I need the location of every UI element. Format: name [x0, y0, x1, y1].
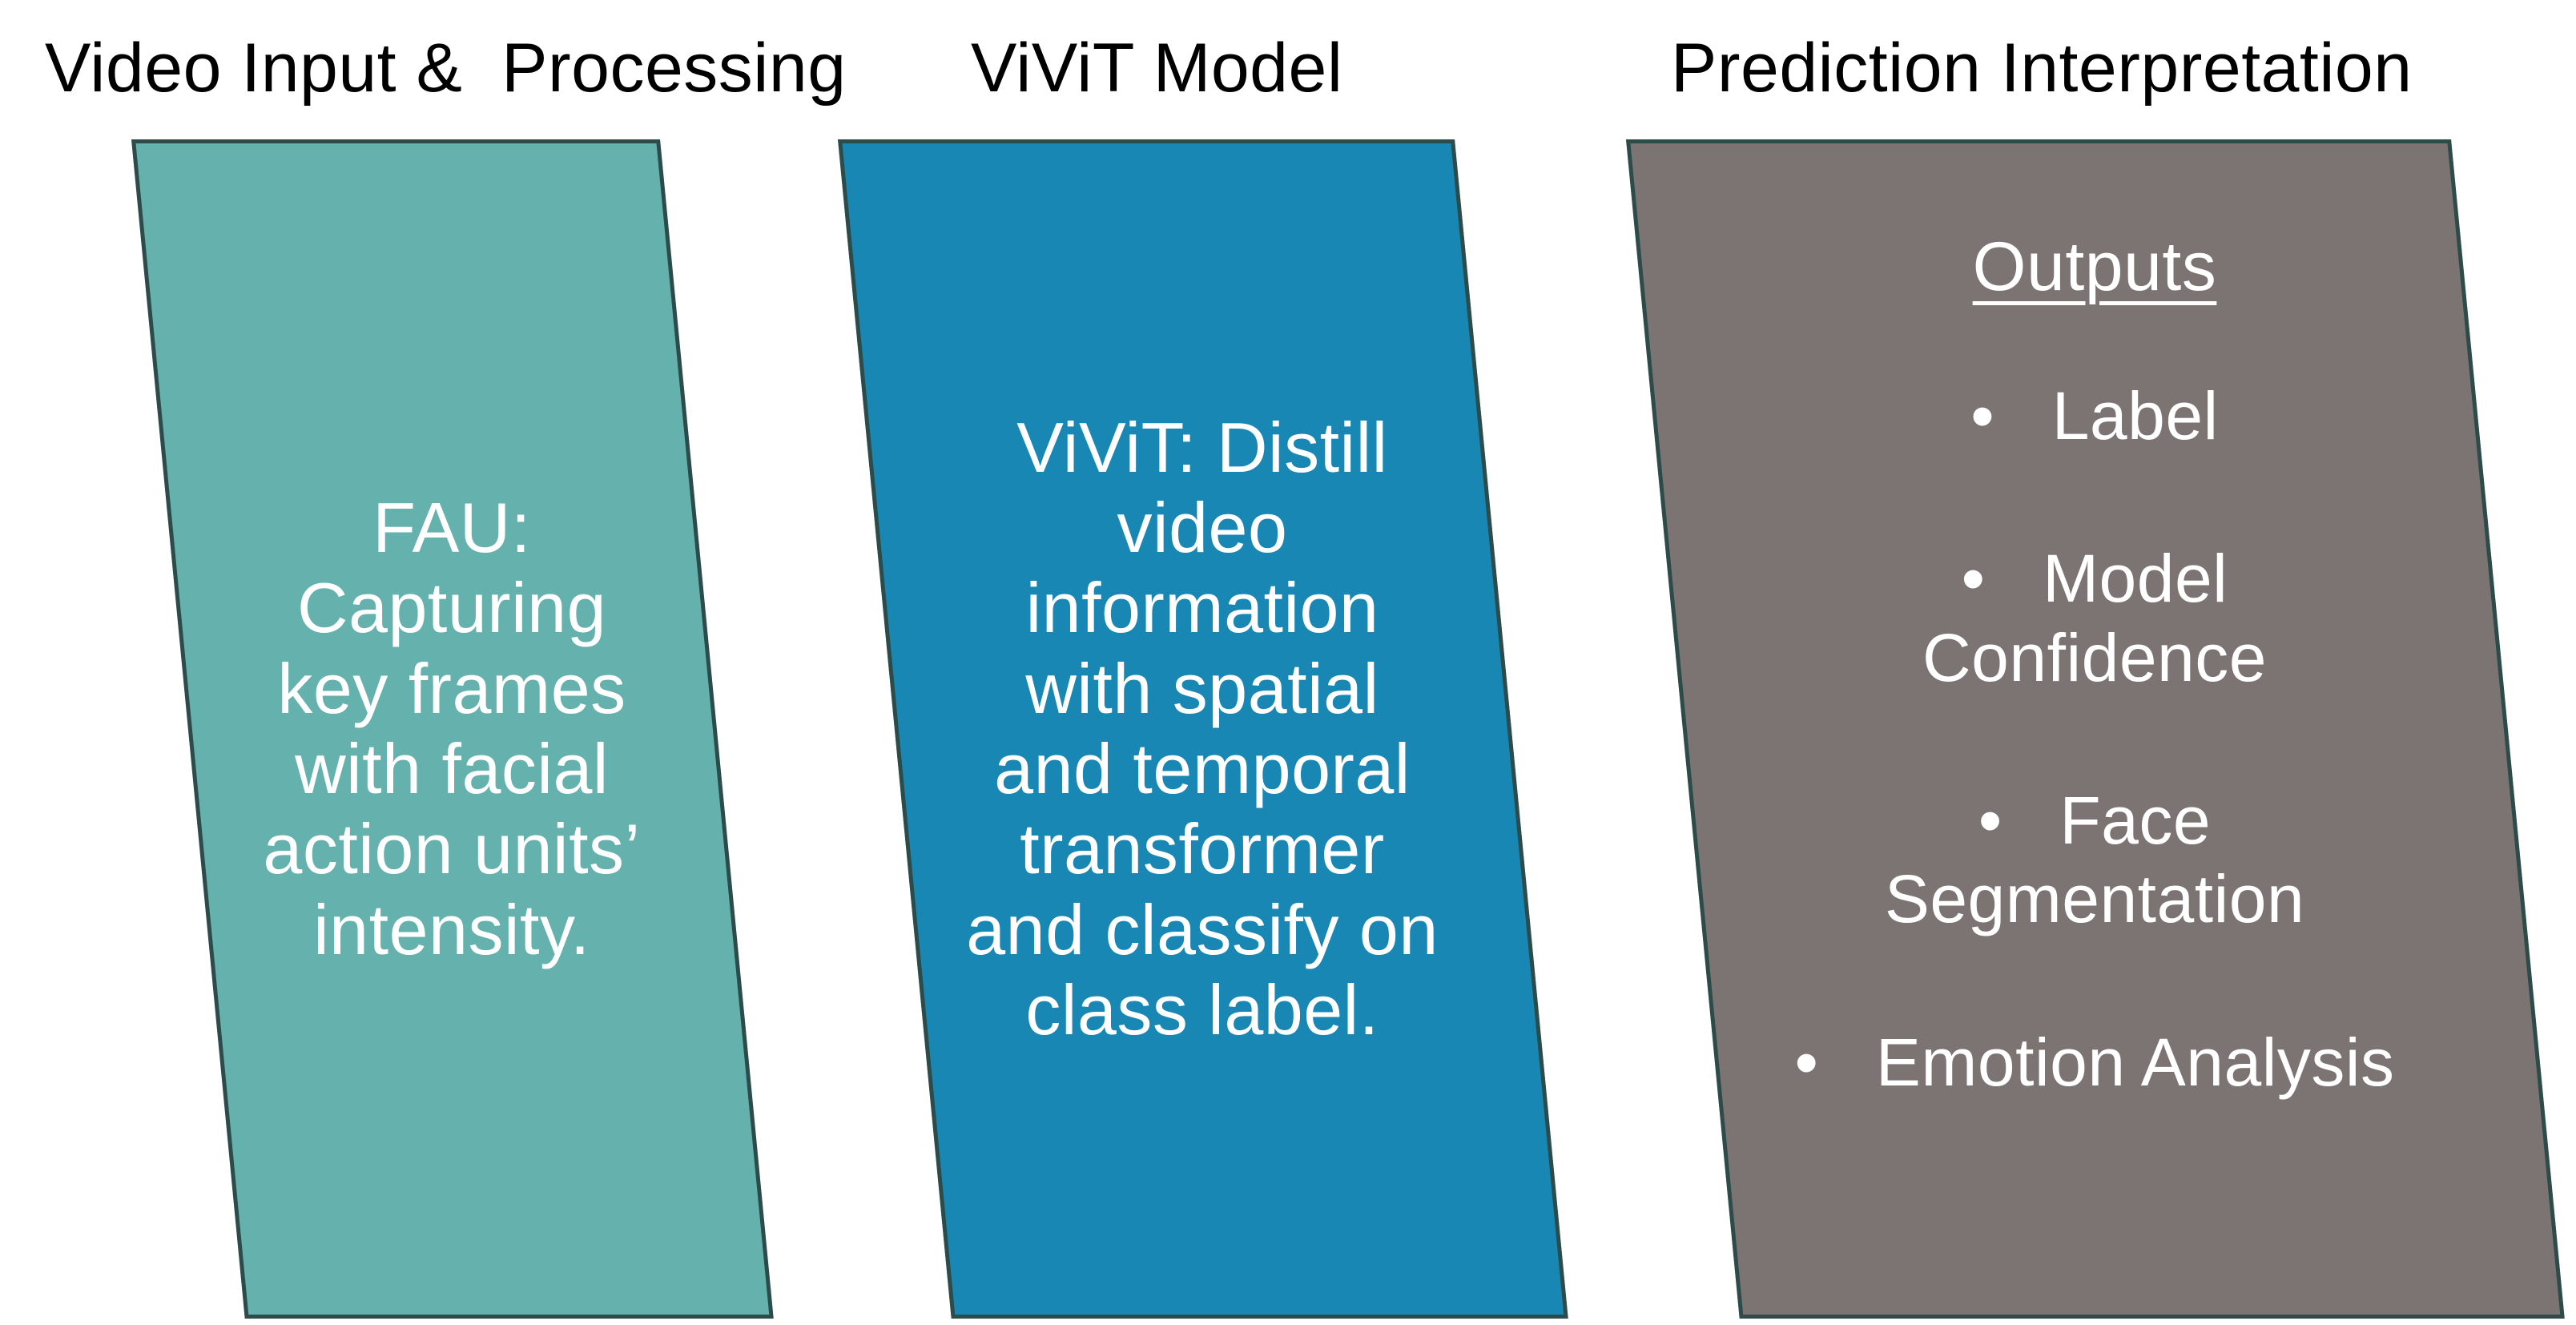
bullet-emotion-analysis: • Emotion Analysis [1794, 1024, 2395, 1100]
bullet-face-segmentation: • Face Segmentation [1884, 782, 2305, 937]
outputs-heading: Outputs [1972, 228, 2217, 305]
column-header-prediction-interpretation: Prediction Interpretation [1671, 30, 2413, 107]
panel-vivit-text: ViViT: Distill video information with sp… [966, 407, 1439, 1049]
panel-prediction-content: Outputs • Label • Model Confidence • Fac… [1682, 139, 2507, 1319]
panel-video-input-text: FAU: Capturing key frames with facial ac… [263, 488, 641, 969]
column-header-video-input-processing: Video Input & Processing [45, 30, 847, 107]
panel-prediction-interpretation: Outputs • Label • Model Confidence • Fac… [1626, 139, 2565, 1319]
bullet-label: • Label [1970, 378, 2219, 454]
bullet-model-confidence: • Model Confidence [1922, 541, 2267, 695]
column-header-vivit-model: ViViT Model [971, 30, 1343, 107]
panel-vivit-model: ViViT: Distill video information with sp… [838, 139, 1568, 1319]
panel-video-input-processing: FAU: Capturing key frames with facial ac… [131, 139, 774, 1319]
